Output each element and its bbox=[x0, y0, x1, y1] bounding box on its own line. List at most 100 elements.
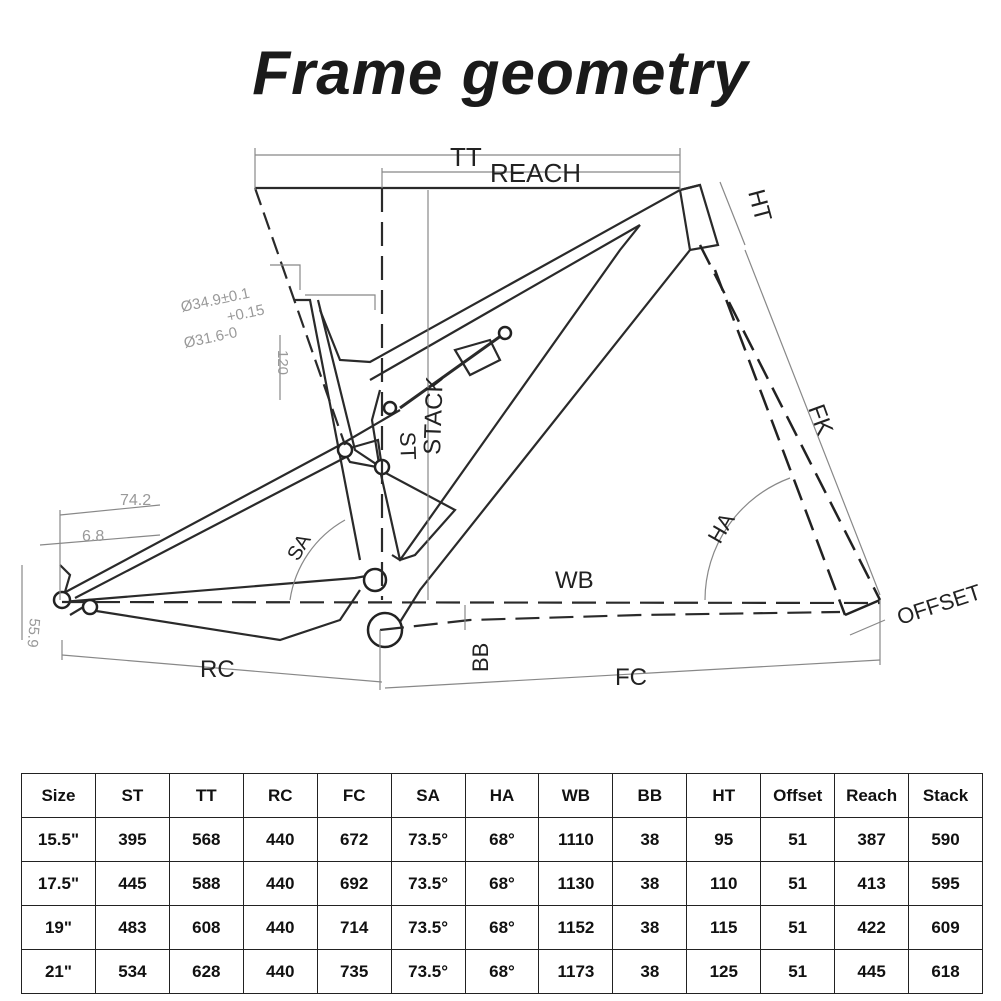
pivot-main bbox=[362, 567, 388, 593]
table-cell: 51 bbox=[760, 861, 836, 906]
wb-line bbox=[61, 600, 881, 605]
table-cell: 1152 bbox=[538, 905, 614, 950]
table-cell: 413 bbox=[834, 861, 910, 906]
dim-axle-offset: 6.8 bbox=[82, 528, 104, 545]
label-wb: WB bbox=[555, 567, 594, 594]
label-fk: FK bbox=[802, 401, 838, 439]
column-header: Stack bbox=[908, 773, 983, 818]
table-cell: 692 bbox=[316, 861, 392, 906]
label-stack: STACK bbox=[419, 376, 449, 455]
table-cell: 422 bbox=[834, 905, 910, 950]
pivot-rear-axle bbox=[52, 590, 72, 610]
table-cell: 618 bbox=[908, 949, 983, 994]
table-cell: 568 bbox=[168, 817, 244, 862]
table-cell: 534 bbox=[94, 949, 170, 994]
head-tube bbox=[678, 183, 720, 252]
fork-line bbox=[713, 269, 847, 616]
table-cell: 445 bbox=[94, 861, 170, 906]
table-cell: 1173 bbox=[538, 949, 614, 994]
label-tt: TT bbox=[450, 142, 482, 172]
table-cell: 440 bbox=[242, 949, 318, 994]
table-cell: 445 bbox=[834, 949, 910, 994]
table-cell: 38 bbox=[612, 861, 688, 906]
table-cell: 51 bbox=[760, 905, 836, 950]
table-cell: 440 bbox=[242, 817, 318, 862]
pivot-rocker-lower bbox=[336, 441, 354, 459]
table-cell: 387 bbox=[834, 817, 910, 862]
sa-arc bbox=[289, 519, 346, 601]
table-cell: 68° bbox=[464, 861, 540, 906]
table-cell: 115 bbox=[686, 905, 762, 950]
pivot-shock bbox=[497, 325, 513, 341]
table-cell: 609 bbox=[908, 905, 983, 950]
column-header: Size bbox=[21, 773, 96, 818]
fc-dim bbox=[384, 659, 881, 689]
table-cell: 73.5° bbox=[390, 949, 466, 994]
column-header: HA bbox=[464, 773, 540, 818]
table-cell: 17.5" bbox=[21, 861, 96, 906]
offset-dim bbox=[849, 619, 886, 636]
table-cell: 73.5° bbox=[390, 861, 466, 906]
pivot-rocker-upper bbox=[382, 400, 398, 416]
column-header: Reach bbox=[834, 773, 910, 818]
table-cell: 51 bbox=[760, 949, 836, 994]
column-header: RC bbox=[242, 773, 318, 818]
column-header: ST bbox=[94, 773, 170, 818]
table-cell: 440 bbox=[242, 861, 318, 906]
column-header: WB bbox=[538, 773, 614, 818]
seat-tube bbox=[295, 298, 362, 561]
table-cell: 73.5° bbox=[390, 905, 466, 950]
table-cell: 19" bbox=[21, 905, 96, 950]
table-cell: 1130 bbox=[538, 861, 614, 906]
label-sa: SA bbox=[283, 530, 316, 565]
table-cell: 68° bbox=[464, 949, 540, 994]
dim-axle-width: 74.2 bbox=[120, 492, 151, 509]
rear-shock bbox=[399, 331, 506, 410]
dim-dropout: 55.9 bbox=[23, 618, 42, 649]
down-tube bbox=[399, 249, 691, 623]
label-bb: BB bbox=[468, 643, 493, 672]
table-cell: 38 bbox=[612, 817, 688, 862]
table-cell: 38 bbox=[612, 949, 688, 994]
table-cell: 15.5" bbox=[21, 817, 96, 862]
frame-geometry-diagram: TT REACH HT FK HA STACK ST SA WB OFFSET … bbox=[21, 142, 984, 691]
table-cell: 95 bbox=[686, 817, 762, 862]
table-cell: 714 bbox=[316, 905, 392, 950]
ha-arc bbox=[704, 477, 791, 601]
column-header: TT bbox=[168, 773, 244, 818]
dim-seatpost-length: 120 bbox=[274, 350, 291, 375]
table-cell: 68° bbox=[464, 817, 540, 862]
table-cell: 125 bbox=[686, 949, 762, 994]
pivot-chainstay bbox=[81, 598, 99, 616]
chain-stay bbox=[61, 573, 373, 604]
table-cell: 588 bbox=[168, 861, 244, 906]
table-cell: 628 bbox=[168, 949, 244, 994]
seat-angle-line bbox=[253, 187, 347, 446]
ht-dim bbox=[719, 181, 746, 246]
down-tube-upper bbox=[369, 224, 641, 381]
label-st: ST bbox=[395, 431, 421, 460]
table-cell: 73.5° bbox=[390, 817, 466, 862]
rc-dim bbox=[61, 654, 383, 683]
dim-seatpost-inner: Ø31.6-0 bbox=[182, 324, 239, 352]
table-cell: 440 bbox=[242, 905, 318, 950]
table-cell: 38 bbox=[612, 905, 688, 950]
label-rc: RC bbox=[200, 656, 235, 683]
table-cell: 590 bbox=[908, 817, 983, 862]
column-header: FC bbox=[316, 773, 392, 818]
label-fc: FC bbox=[615, 664, 647, 691]
column-header: Offset bbox=[760, 773, 836, 818]
label-offset: OFFSET bbox=[894, 579, 984, 630]
fk-dim bbox=[744, 249, 881, 596]
label-ha: HA bbox=[703, 508, 740, 547]
table-cell: 608 bbox=[168, 905, 244, 950]
table-cell: 68° bbox=[464, 905, 540, 950]
table-cell: 21" bbox=[21, 949, 96, 994]
page-title: Frame geometry bbox=[252, 39, 749, 108]
